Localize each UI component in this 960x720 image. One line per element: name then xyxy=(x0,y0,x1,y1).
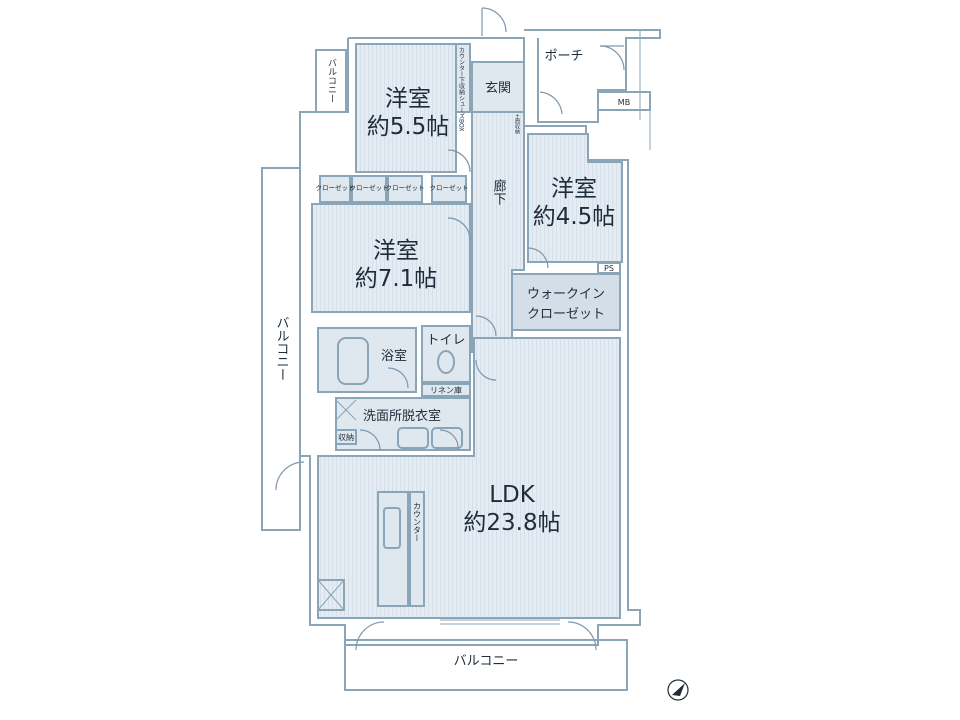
entrance-floor xyxy=(471,61,525,113)
door-swing xyxy=(481,7,507,33)
ldk-name: LDK xyxy=(489,482,536,508)
western-room-71-floor xyxy=(311,203,471,313)
door-swing xyxy=(447,149,471,173)
walk-in-closet-label-1: ウォークイン xyxy=(527,287,605,302)
bathtub xyxy=(337,337,369,385)
shoe-box xyxy=(455,43,471,113)
balcony-top-label: バルコニー xyxy=(326,58,337,103)
door-swing xyxy=(527,247,549,269)
door-swing xyxy=(447,217,471,241)
western-room-55-floor xyxy=(355,43,457,173)
walk-in-closet-floor xyxy=(511,273,621,331)
linen-label: リネン庫 xyxy=(430,385,462,395)
closet-1 xyxy=(319,175,351,203)
door-swing xyxy=(475,359,497,381)
storage-label: 収納 xyxy=(338,432,354,442)
toilet-bowl xyxy=(437,350,455,374)
closet-2-label: クローゼット xyxy=(350,183,389,192)
washbasin-1 xyxy=(397,427,429,449)
bathroom-label: 浴室 xyxy=(381,348,407,364)
balcony-bottom-area xyxy=(344,639,628,691)
western-room-71-name: 洋室 xyxy=(373,238,419,264)
closet-3-label: クローゼット xyxy=(386,183,425,192)
balcony-left-label: バルコニー xyxy=(274,316,290,381)
fridge-space xyxy=(317,579,345,611)
door-swing xyxy=(475,315,497,337)
balcony-bottom-label: バルコニー xyxy=(454,654,519,669)
washroom-label: 洗面所脱衣室 xyxy=(363,408,441,424)
walk-in-closet-label-2: クローゼット xyxy=(527,307,605,322)
doma-storage-label: 土間収納 xyxy=(514,113,520,135)
washroom-floor xyxy=(335,397,471,451)
door-swing xyxy=(359,429,381,451)
entrance-label: 玄関 xyxy=(485,81,511,96)
closet-2 xyxy=(351,175,387,203)
kitchen-sink xyxy=(383,507,401,549)
storage-box xyxy=(335,429,357,445)
toilet-label: トイレ xyxy=(426,333,465,348)
outer-wall xyxy=(299,37,641,646)
door-swing xyxy=(539,91,563,115)
shoe-box-label: カウンター下収納シューズBOX xyxy=(458,47,465,131)
door-swing xyxy=(387,367,409,389)
western-room-55-size: 約5.5帖 xyxy=(367,114,450,140)
ps-label: PS xyxy=(604,264,614,273)
western-room-55-name: 洋室 xyxy=(385,86,431,112)
closet-3 xyxy=(387,175,423,203)
closet-1-label: クローゼット xyxy=(316,183,355,192)
hallway-label: 廊下 xyxy=(491,178,507,205)
porch-wall xyxy=(524,29,661,123)
counter-bar xyxy=(409,491,425,607)
washbasin-2 xyxy=(431,427,463,449)
western-room-45-floor xyxy=(527,133,623,263)
linen-storage xyxy=(421,383,471,397)
door-swing xyxy=(599,45,625,71)
western-room-71-size: 約7.1帖 xyxy=(355,266,438,292)
door-swing xyxy=(275,461,305,491)
ldk-size: 約23.8帖 xyxy=(463,510,560,536)
compass-icon xyxy=(667,679,689,701)
western-room-45-name: 洋室 xyxy=(551,176,597,202)
closet-4 xyxy=(431,175,467,203)
door-swing xyxy=(567,621,597,651)
western-room-45-size: 約4.5帖 xyxy=(533,204,616,230)
closet-4-label: クローゼット xyxy=(430,183,469,192)
mb-label: MB xyxy=(618,98,630,107)
door-swing xyxy=(439,429,459,451)
door-swing xyxy=(355,621,385,651)
counter-label: カウンター xyxy=(413,502,422,542)
porch-label: ポーチ xyxy=(544,49,583,64)
